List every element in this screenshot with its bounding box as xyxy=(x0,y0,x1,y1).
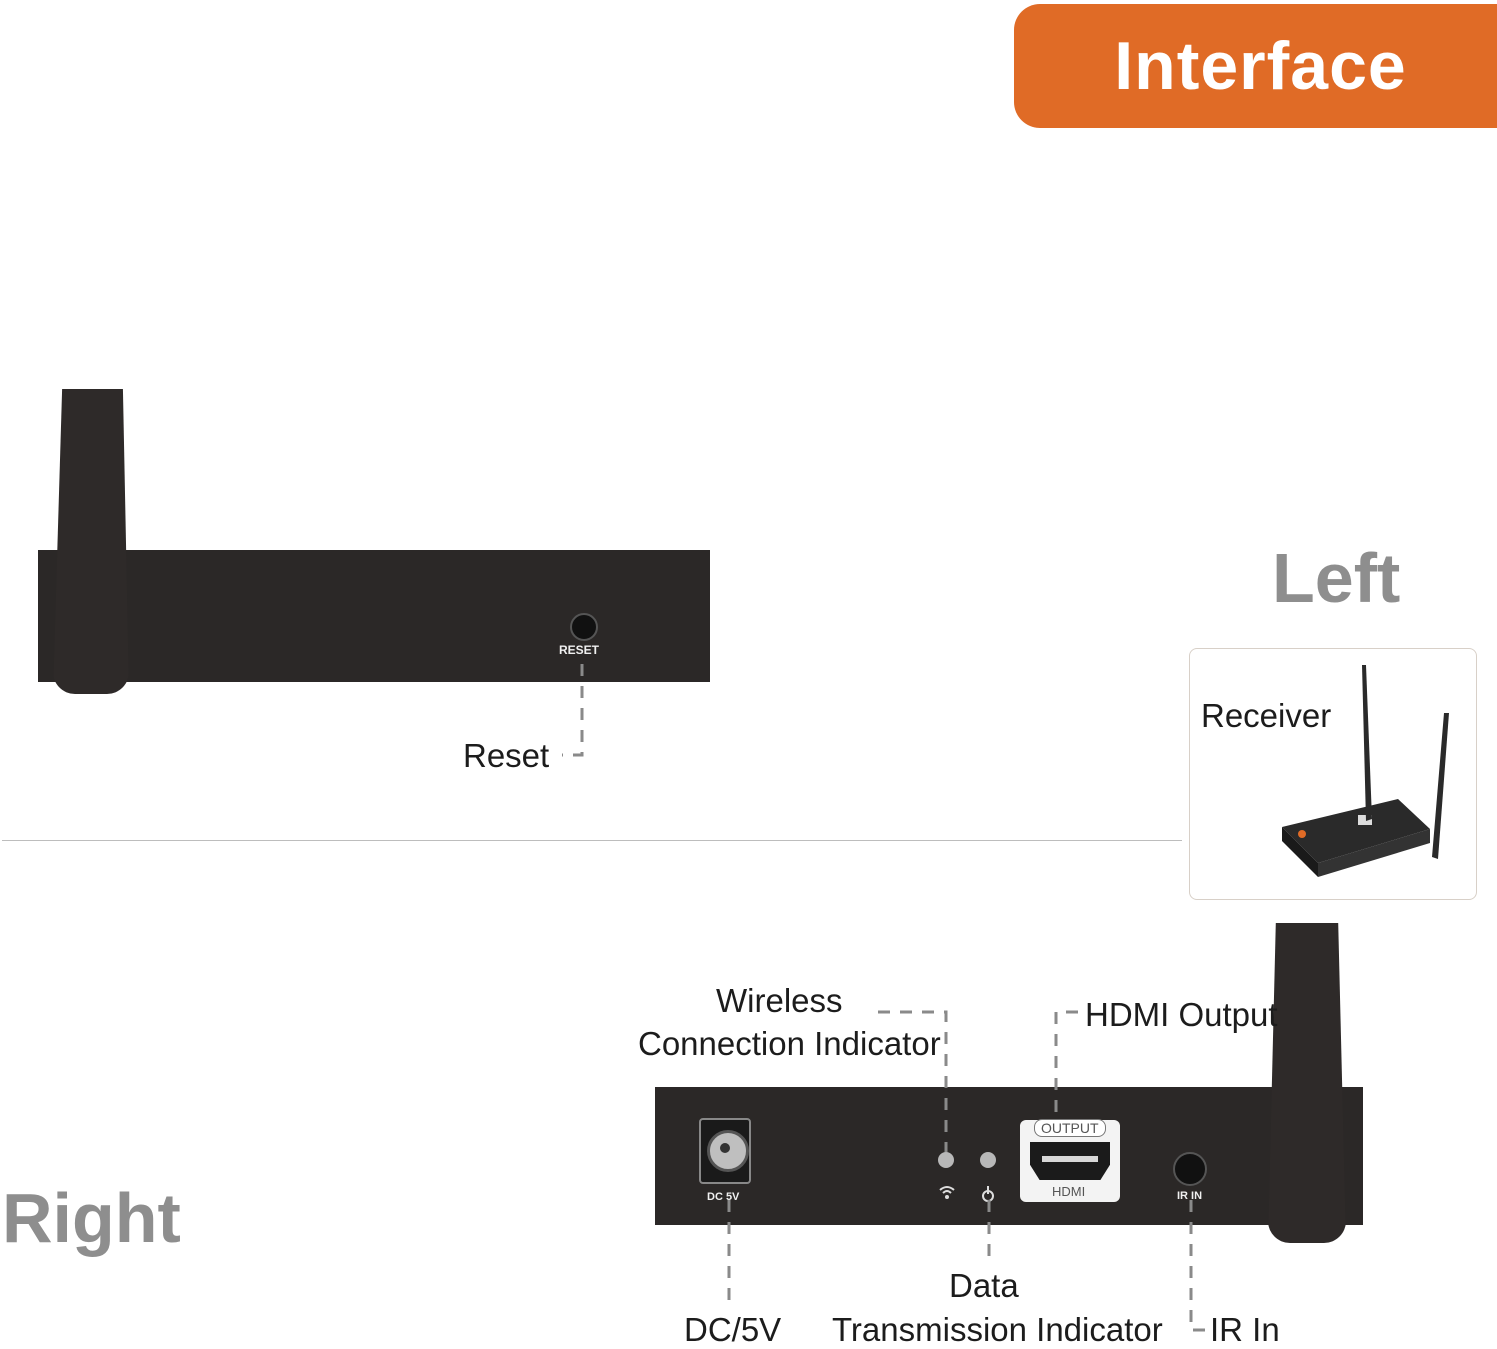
reset-port-label: RESET xyxy=(559,643,600,657)
right-section-label: Right xyxy=(2,1179,181,1257)
hdmi-socket-pins xyxy=(1042,1156,1098,1162)
ir-callout: IR In xyxy=(1210,1311,1280,1348)
banner-title: Interface xyxy=(1114,28,1407,104)
data-led xyxy=(980,1152,996,1168)
wifi-icon xyxy=(938,1184,956,1200)
ir-port-label: IR IN xyxy=(1177,1190,1203,1202)
section-divider xyxy=(2,840,1182,841)
dc-jack-icon[interactable] xyxy=(699,1118,751,1184)
hdmi-output-callout: HDMI Output xyxy=(1085,996,1278,1033)
right-antenna xyxy=(1268,923,1346,1243)
hdmi-port-label: HDMI xyxy=(1052,1184,1086,1199)
left-antenna xyxy=(53,389,129,694)
dc-callout: DC/5V xyxy=(684,1311,782,1348)
left-panel-device xyxy=(38,550,710,682)
left-section-label: Left xyxy=(1272,539,1401,617)
data-callout-line2: Transmission Indicator xyxy=(832,1311,1163,1348)
wireless-callout-line1: Wireless xyxy=(716,982,843,1019)
wireless-led xyxy=(938,1152,954,1168)
reset-callout: Reset xyxy=(463,737,550,774)
data-callout-line1: Data xyxy=(949,1267,1019,1304)
interface-banner: Interface xyxy=(1014,4,1497,128)
hdmi-port-icon[interactable]: OUTPUT HDMI xyxy=(1020,1119,1120,1202)
receiver-caption: Receiver xyxy=(1201,697,1332,734)
right-panel-device xyxy=(655,1087,1363,1225)
dc-port-label: DC 5V xyxy=(707,1191,740,1203)
ir-jack-icon[interactable] xyxy=(1173,1152,1207,1186)
receiver-illustration xyxy=(1282,665,1449,877)
reset-button-icon[interactable] xyxy=(570,613,598,641)
wireless-callout-line2: Connection Indicator xyxy=(638,1025,941,1062)
receiver-thumbnail: Receiver xyxy=(1189,648,1477,900)
hdmi-output-top-label: OUTPUT xyxy=(1034,1119,1106,1137)
